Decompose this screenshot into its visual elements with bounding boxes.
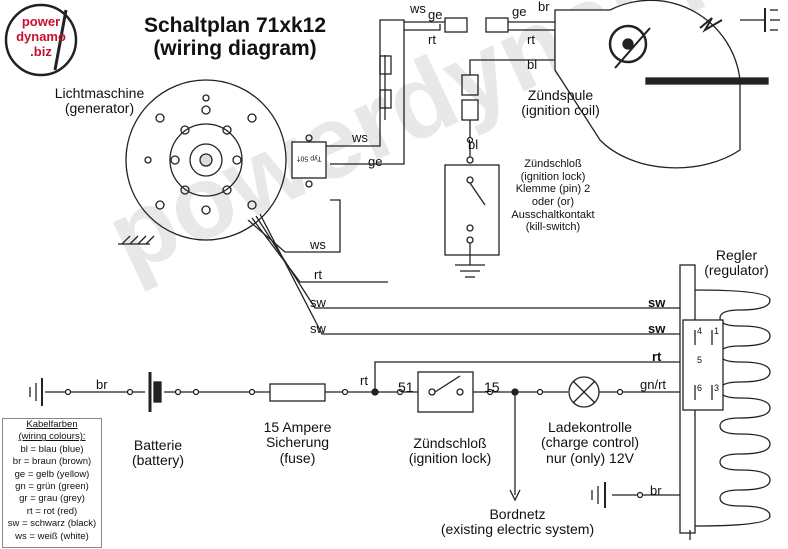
generator-ground-symbol bbox=[118, 235, 155, 245]
regulator-label-line-2: (regulator) bbox=[704, 262, 769, 279]
ignition-lock-label-line-1: Zündschloß bbox=[413, 435, 487, 451]
ignition-coil-label-line-1: Zündspule bbox=[527, 87, 594, 103]
fuse-label-line-1: 15 Ampere bbox=[263, 419, 332, 435]
legend-item: gn = grün (green) bbox=[15, 481, 89, 493]
legend-item: rt = rot (red) bbox=[26, 505, 78, 517]
regulator-pin-4: 4 bbox=[697, 326, 703, 336]
legend-title-2: (wiring colours): bbox=[18, 431, 86, 443]
generator-label-line-2: (generator) bbox=[64, 100, 135, 117]
logo-line-3: .biz bbox=[30, 44, 52, 59]
kill-switch-label-line-3: Klemme (pin) 2 bbox=[515, 183, 591, 196]
charge-control-label: Ladekontrolle (charge control) nur (only… bbox=[530, 419, 650, 466]
module-type-label: Typ 50† bbox=[296, 154, 322, 162]
wire-label-br-battery: br bbox=[96, 377, 108, 392]
charge-control-label-line-3: nur (only) 12V bbox=[546, 449, 634, 466]
ignition-lock-label: Zündschloß (ignition lock) bbox=[395, 435, 505, 467]
wire-label-rt-coil: rt bbox=[527, 32, 535, 47]
wire-label-ge-top: ge bbox=[428, 7, 443, 22]
wire-color-legend: Kabelfarben (wiring colours): bl = blau … bbox=[2, 418, 102, 548]
charge-control-lamp-symbol bbox=[568, 376, 600, 408]
ground-symbol-battery bbox=[29, 378, 43, 406]
kill-switch-label: Zündschloß (ignition lock) Klemme (pin) … bbox=[503, 158, 603, 234]
wire-label-bl-lock: bl bbox=[468, 137, 479, 152]
regulator-label: Regler (regulator) bbox=[694, 247, 779, 279]
ignition-lock-symbol bbox=[417, 371, 474, 413]
fuse-symbol bbox=[269, 383, 326, 402]
bordnetz-label-line-2: (existing electric system) bbox=[440, 521, 595, 538]
ground-symbol-br bbox=[591, 482, 606, 508]
ignition-lock-label-line-2: (ignition lock) bbox=[408, 450, 492, 467]
wire-label-sw-regulator-1: sw bbox=[648, 295, 666, 310]
wire-label-sw-2: sw bbox=[310, 321, 326, 336]
legend-item: bl = blau (blue) bbox=[20, 443, 84, 455]
logo-badge bbox=[4, 3, 78, 77]
bordnetz-label: Bordnetz (existing electric system) bbox=[425, 506, 610, 538]
legend-title-1: Kabelfarben bbox=[26, 419, 78, 430]
legend-item: br = braun (brown) bbox=[12, 456, 92, 468]
regulator-label-line-1: Regler bbox=[715, 247, 758, 263]
regulator-pin-3: 3 bbox=[714, 383, 720, 393]
regulator-pin-5: 5 bbox=[697, 355, 703, 365]
kill-switch-label-line-1: Zündschloß bbox=[524, 158, 582, 170]
logo-line-2: dynamo bbox=[16, 29, 66, 44]
ignition-coil-symbol bbox=[554, 0, 780, 169]
wire-label-rt-top: rt bbox=[428, 32, 436, 47]
battery-label-line-2: (battery) bbox=[131, 452, 185, 469]
generator-label-line-1: Lichtmaschine bbox=[54, 85, 145, 101]
ignition-coil-label: Zündspule (ignition coil) bbox=[508, 87, 613, 119]
wire-label-rt-regulator: rt bbox=[652, 349, 662, 364]
wire-label-rt-generator: rt bbox=[314, 267, 322, 282]
legend-item: ge = gelb (yellow) bbox=[14, 468, 90, 480]
title-line-2: (wiring diagram) bbox=[153, 37, 317, 61]
wire-label-gnrt: gn/rt bbox=[640, 377, 667, 392]
ignition-coil-label-line-2: (ignition coil) bbox=[521, 102, 600, 119]
wire-label-sw-regulator-2: sw bbox=[648, 321, 666, 336]
logo-line-1: power bbox=[21, 14, 61, 29]
fuse-label-line-3: (fuse) bbox=[279, 449, 316, 466]
logo: power dynamo .biz bbox=[8, 14, 74, 59]
wire-label-br-regulator: br bbox=[650, 483, 662, 498]
wire-label-ws-top: ws bbox=[410, 1, 426, 16]
regulator-pin-1: 1 bbox=[714, 326, 720, 336]
wire-label-ge-module: ge bbox=[368, 154, 383, 169]
battery-label-line-1: Batterie bbox=[133, 437, 183, 453]
legend-item: ws = weiß (white) bbox=[15, 530, 89, 542]
module-box bbox=[291, 134, 327, 188]
regulator-pin-6: 6 bbox=[697, 383, 703, 393]
wire-label-bl-coil: bl bbox=[527, 57, 538, 72]
kill-switch-label-line-4: oder (or) bbox=[531, 195, 575, 208]
kill-switch-symbol bbox=[444, 156, 500, 278]
page-title: Schaltplan 71xk12 (wiring diagram) bbox=[130, 14, 340, 60]
ignition-lock-pin-51: 51 bbox=[398, 379, 414, 395]
kill-switch-label-line-6: (kill-switch) bbox=[525, 221, 581, 234]
wire-label-ws-generator: ws bbox=[310, 237, 326, 252]
fuse-label-line-2: Sicherung bbox=[265, 434, 330, 451]
legend-item: sw = schwarz (black) bbox=[7, 518, 97, 530]
wire-label-rt-main: rt bbox=[360, 373, 368, 388]
kill-switch-label-line-5: Ausschaltkontakt bbox=[511, 208, 595, 221]
bordnetz-label-line-1: Bordnetz bbox=[489, 506, 546, 522]
generator-label: Lichtmaschine (generator) bbox=[42, 85, 157, 117]
generator-symbol bbox=[125, 79, 287, 241]
fuse-label: 15 Ampere Sicherung (fuse) bbox=[245, 419, 350, 466]
charge-control-label-line-1: Ladekontrolle bbox=[547, 419, 633, 435]
wire-label-ws-module: ws bbox=[352, 130, 368, 145]
kill-switch-label-line-2: (ignition lock) bbox=[520, 170, 586, 183]
wire-label-sw-1: sw bbox=[310, 295, 326, 310]
ignition-lock-pin-15: 15 bbox=[484, 379, 500, 395]
wire-label-ge-coil: ge bbox=[512, 4, 527, 19]
title-line-1: Schaltplan 71xk12 bbox=[143, 14, 327, 37]
charge-control-label-line-2: (charge control) bbox=[540, 434, 640, 451]
wire-label-br-coil: br bbox=[538, 0, 550, 14]
battery-label: Batterie (battery) bbox=[118, 437, 198, 469]
legend-item: gr = grau (grey) bbox=[19, 493, 85, 505]
regulator-symbol bbox=[679, 264, 771, 540]
